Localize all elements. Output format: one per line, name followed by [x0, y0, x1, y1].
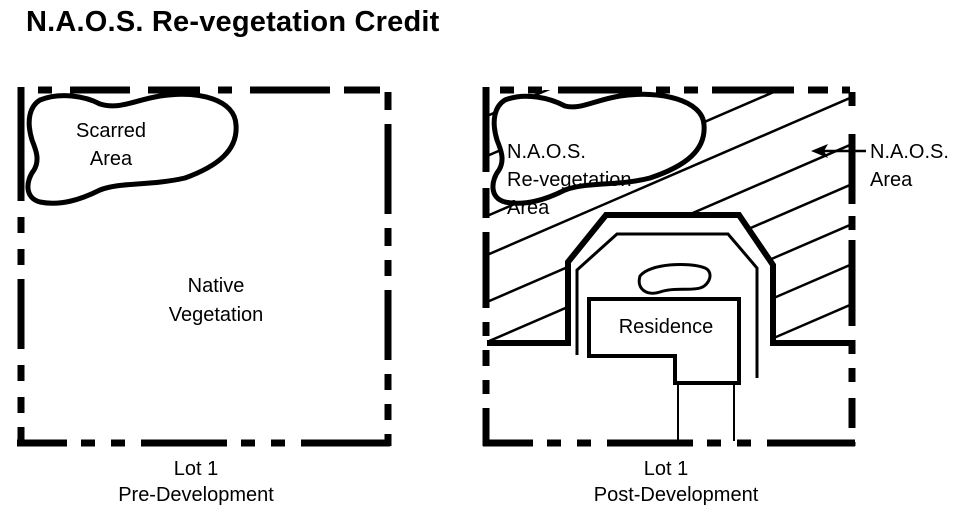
native-vegetation-label-line2: Vegetation — [169, 304, 264, 326]
scarred-area-label-line1: Scarred — [76, 120, 146, 142]
disturbance-envelope-inner — [575, 232, 759, 378]
disturbance-envelope-outer — [487, 212, 854, 346]
scarred-area-label-line2: Area — [90, 148, 133, 170]
pre-caption-line1: Lot 1 — [174, 458, 218, 480]
driveway-turnaround-shape — [637, 263, 712, 295]
residence-shape — [587, 297, 741, 385]
naos-area-label-line1: N.A.O.S. — [870, 141, 949, 163]
revegetation-label-line3: Area — [507, 197, 550, 219]
page-title: N.A.O.S. Re-vegetation Credit — [26, 6, 440, 38]
naos-area-label-line2: Area — [870, 169, 913, 191]
revegetation-label-line1: N.A.O.S. — [507, 141, 586, 163]
post-caption-line1: Lot 1 — [644, 458, 688, 480]
arrow-left-icon — [811, 144, 866, 158]
pre-caption-line2: Pre-Development — [118, 484, 274, 506]
residence-label: Residence — [619, 316, 714, 338]
lot-boundary-pre — [17, 86, 392, 447]
native-vegetation-label-line1: Native — [188, 275, 245, 297]
scarred-area-shape — [25, 91, 239, 206]
post-caption-line2: Post-Development — [594, 484, 759, 506]
revegetation-area-shape — [490, 91, 707, 206]
revegetation-label-line2: Re-vegetation — [507, 169, 632, 191]
